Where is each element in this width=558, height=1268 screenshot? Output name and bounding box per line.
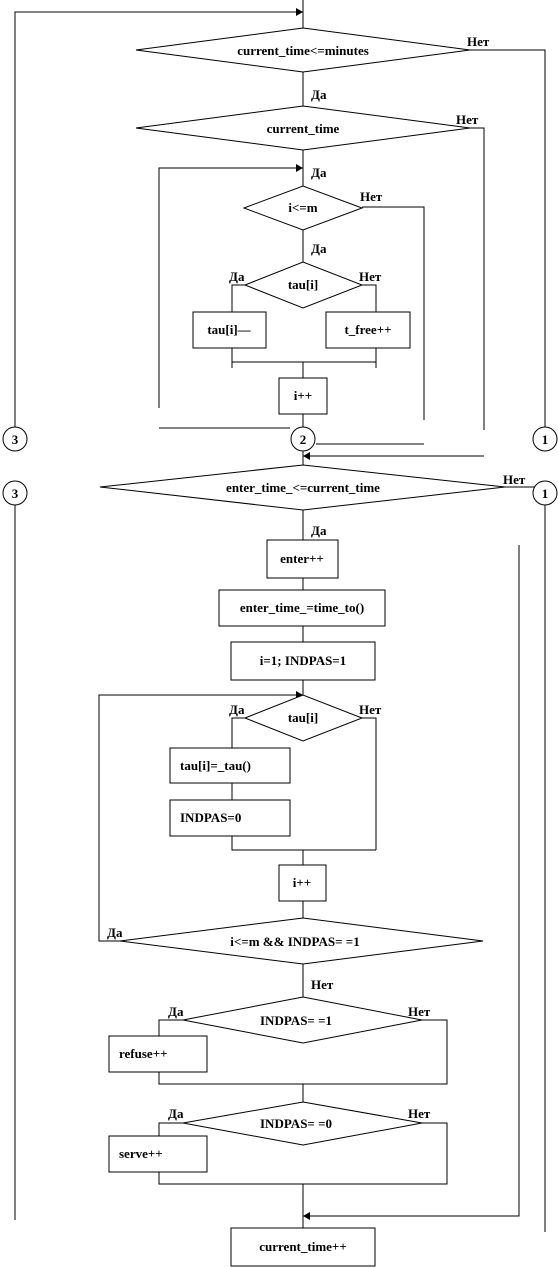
branch-label-yes: Да (311, 241, 327, 256)
decision-tau-i: tau[i] (243, 261, 364, 309)
merge-line-d9 (158, 1122, 448, 1185)
box-label: INDPAS=0 (180, 810, 241, 825)
box-i-inc-1: i++ (278, 377, 328, 415)
no-line-d4 (362, 284, 377, 312)
branch-label-yes: Да (311, 165, 327, 180)
branch-label-yes: Да (229, 702, 245, 717)
branch-label-no: Нет (503, 472, 526, 487)
branch-label-yes: Да (229, 269, 245, 284)
connector-label: 3 (12, 432, 19, 447)
box-label: refuse++ (119, 1046, 168, 1061)
decision-i-le-m: i<=m (242, 185, 364, 231)
yes-line-d4 (231, 284, 245, 312)
loop-line-3 (14, 11, 303, 427)
box-tau-decrement: tau[i]— (192, 311, 267, 349)
yes-line-d9 (158, 1122, 183, 1136)
connector-1-bottom: 1 (532, 480, 558, 506)
box-label: tau[i]=_tau() (180, 758, 251, 773)
branch-label-no: Нет (359, 702, 382, 717)
arrow-head (296, 8, 303, 16)
connector-1-top: 1 (532, 426, 558, 452)
loop-line-i (158, 167, 303, 408)
decision-current-time: current_time (135, 105, 471, 151)
box-enter-time-assign: enter_time_=time_to() (218, 589, 386, 627)
decision-loop-condition: i<=m && INDPAS= =1 (119, 917, 484, 965)
no-line-d6 (362, 717, 377, 850)
decision-label: INDPAS= =1 (260, 1013, 332, 1028)
connector-label: 1 (542, 486, 549, 501)
box-label: enter++ (280, 551, 324, 566)
box-current-time-inc: current_time++ (230, 1227, 376, 1267)
merge-line-d4 (231, 348, 377, 368)
branch-label-no: Нет (467, 34, 490, 49)
branch-labels: Нет Да Нет Да Нет Да Да Нет Нет Да Да Не… (107, 34, 526, 1121)
no-line-d2 (470, 127, 485, 430)
box-indpas-zero: INDPAS=0 (169, 799, 291, 837)
decision-tau-i-2: tau[i] (243, 694, 364, 742)
decision-label: enter_time_<=current_time (226, 480, 380, 495)
box-label: enter_time_=time_to() (240, 600, 364, 615)
decision-label: tau[i] (288, 710, 318, 725)
box-serve-inc: serve++ (108, 1135, 208, 1173)
connector-3-bottom: 3 (2, 480, 28, 506)
box-label: i=1; INDPAS=1 (260, 653, 346, 668)
branch-label-yes: Да (168, 1106, 184, 1121)
box-init: i=1; INDPAS=1 (230, 641, 376, 681)
connector-3-top: 3 (2, 426, 28, 452)
decision-label: INDPAS= =0 (260, 1116, 332, 1131)
decision-label: tau[i] (288, 277, 318, 292)
connector-label: 2 (300, 432, 307, 447)
branch-label-no: Нет (408, 1004, 431, 1019)
branch-label-yes: Да (168, 1004, 184, 1019)
box-i-inc-2: i++ (278, 864, 327, 902)
decision-label: i<=m (288, 200, 317, 215)
merge-line-d6 (231, 836, 376, 851)
arrow-head (303, 452, 310, 460)
branch-label-no: Нет (311, 977, 334, 992)
box-tau-assign: tau[i]=_tau() (169, 747, 291, 784)
branch-label-no: Нет (360, 189, 383, 204)
box-label: i++ (293, 875, 311, 890)
return-line-right (303, 545, 520, 1217)
merge-line-d8 (158, 1019, 448, 1085)
branch-label-no: Нет (359, 269, 382, 284)
loop-line-d7 (98, 694, 303, 942)
decision-enter-time: enter_time_<=current_time (99, 464, 506, 511)
box-label: current_time++ (259, 1239, 347, 1254)
decision-current-time-minutes: current_time<=minutes (135, 27, 471, 73)
box-t-free-inc: t_free++ (325, 311, 411, 349)
branch-label-no: Нет (456, 112, 479, 127)
arrow-head (296, 164, 303, 172)
box-refuse-inc: refuse++ (108, 1035, 208, 1073)
arrow-head (303, 1212, 310, 1220)
no-line-d1 (470, 49, 546, 427)
no-line-d3 (362, 206, 425, 420)
no-line-d5 (505, 486, 546, 1232)
box-label: serve++ (119, 1146, 163, 1161)
decision-indpas-zero: INDPAS= =0 (182, 1101, 423, 1146)
decision-label: current_time<=minutes (237, 43, 369, 58)
yes-line-d6 (231, 717, 245, 748)
branch-label-yes: Да (311, 87, 327, 102)
decision-label: current_time (267, 121, 340, 136)
decision-label: i<=m && INDPAS= =1 (230, 934, 359, 949)
yes-line-d8 (158, 1019, 183, 1036)
box-label: tau[i]— (207, 322, 251, 337)
box-label: t_free++ (344, 322, 391, 337)
branch-label-yes: Да (107, 925, 123, 940)
branch-label-yes: Да (311, 523, 327, 538)
box-enter-inc: enter++ (266, 539, 339, 579)
decision-indpas-one: INDPAS= =1 (182, 996, 423, 1044)
box-label: i++ (294, 388, 312, 403)
connector-label: 3 (12, 486, 19, 501)
connector-2: 2 (290, 426, 316, 452)
connector-label: 1 (542, 432, 549, 447)
branch-label-no: Нет (408, 1106, 431, 1121)
